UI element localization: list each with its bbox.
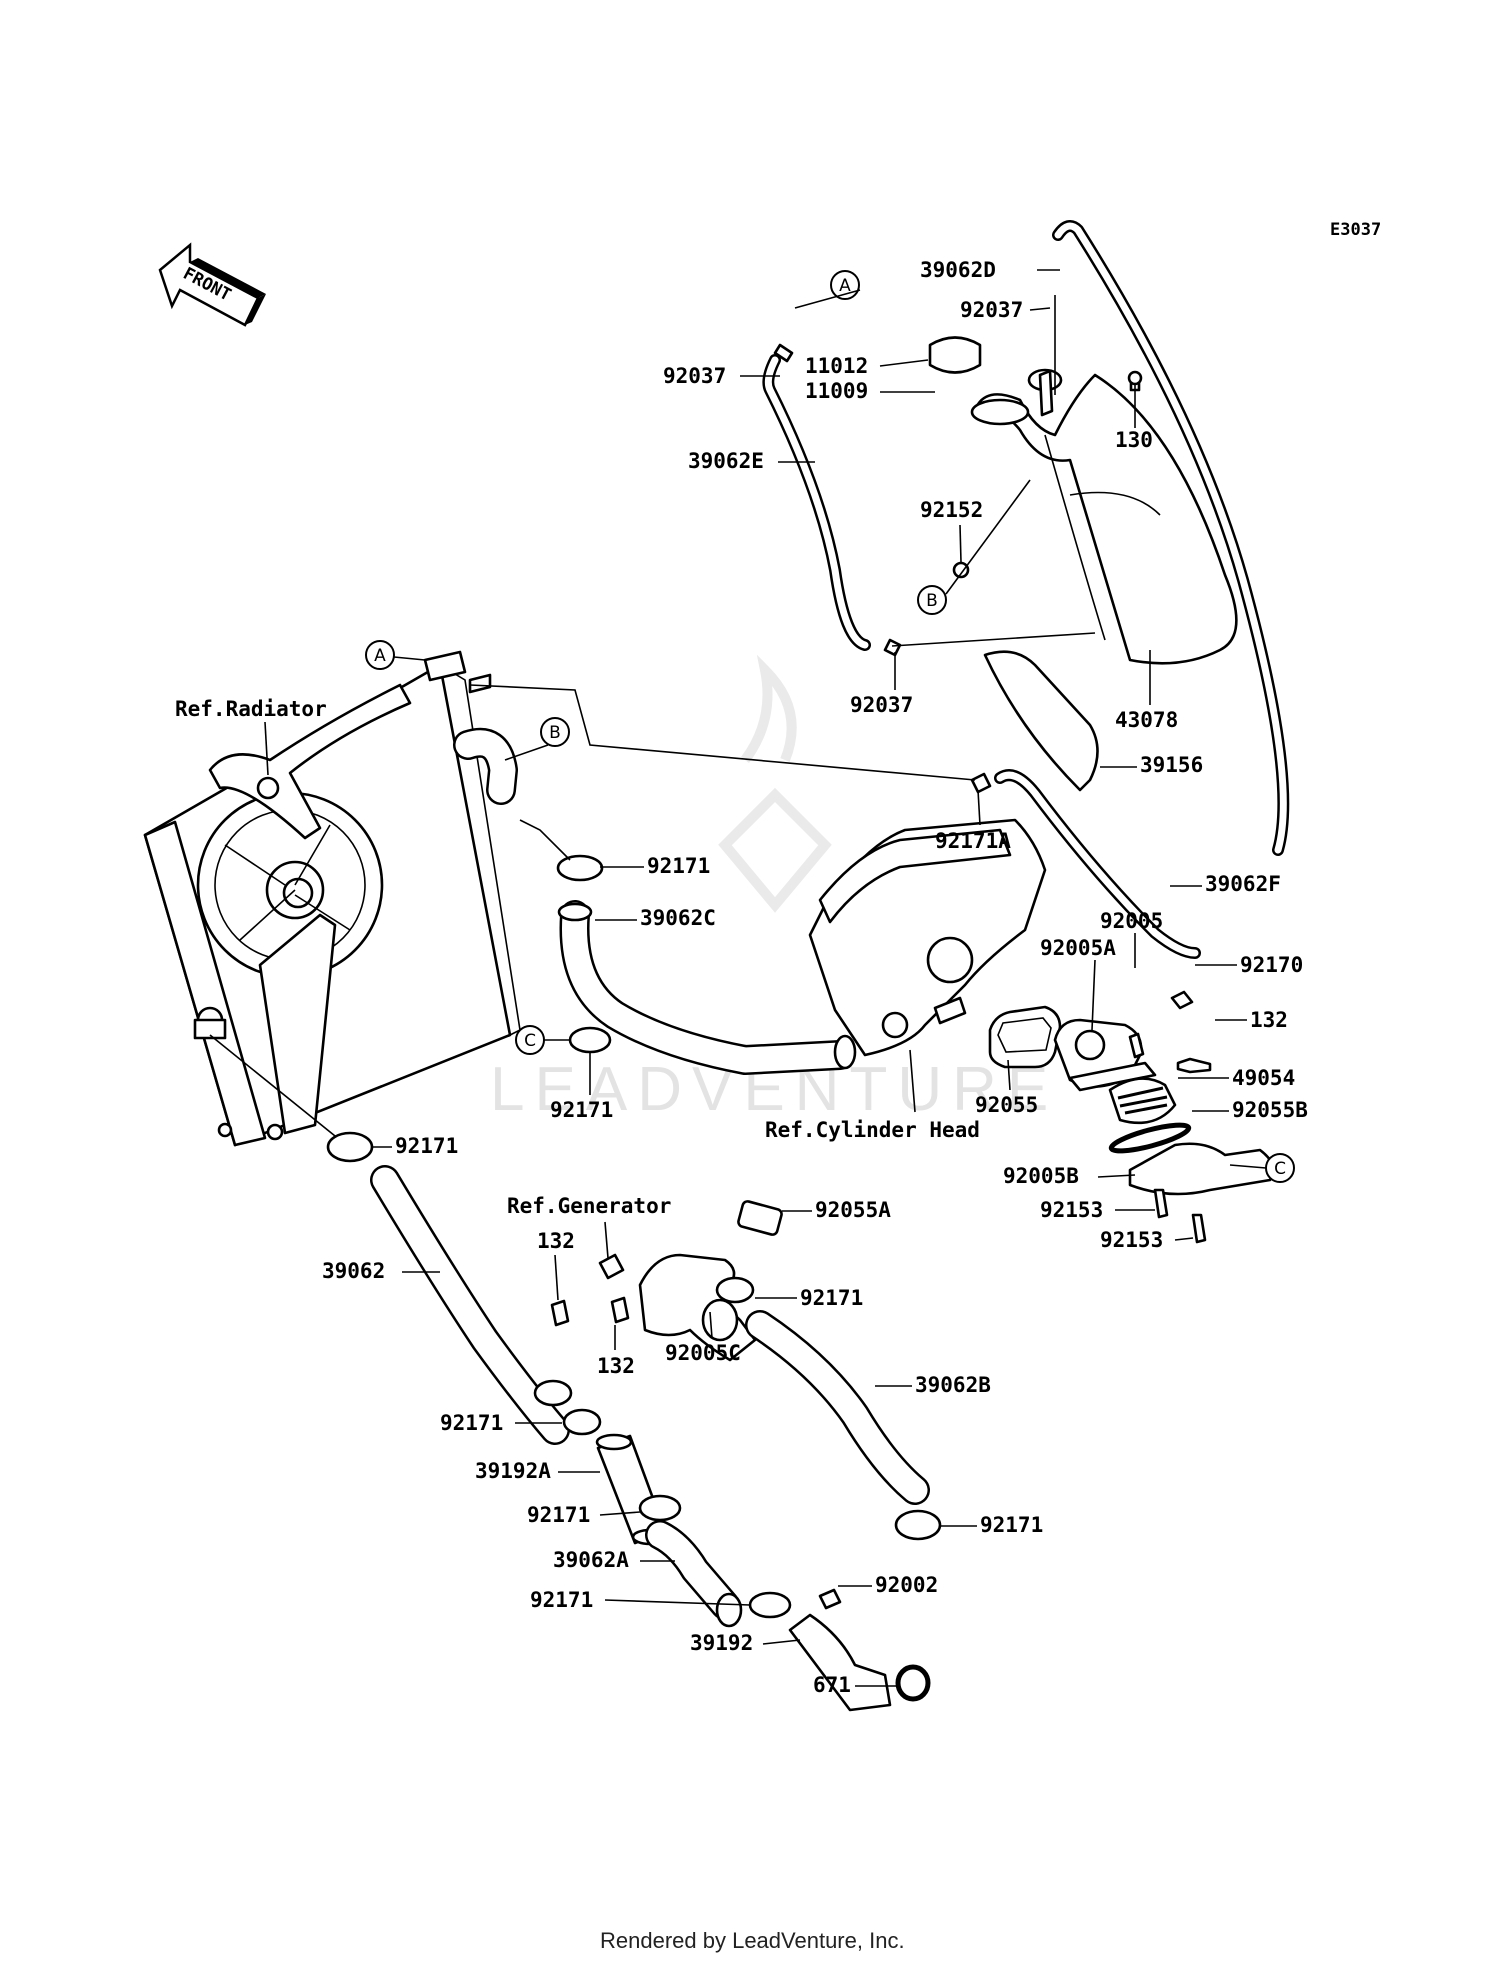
- marker-b-left: B: [540, 717, 570, 747]
- label-11012: 11012: [805, 354, 868, 378]
- clamp-92171-upper: [556, 854, 604, 882]
- label-671: 671: [813, 1673, 851, 1697]
- marker-a-left: A: [365, 640, 395, 670]
- washer-92152-icon: [952, 561, 970, 579]
- label-43078: 43078: [1115, 708, 1178, 732]
- label-92005: 92005: [1100, 909, 1163, 933]
- bolt-130-icon: [1127, 370, 1143, 386]
- label-39062D: 39062D: [920, 258, 996, 282]
- label-39062E: 39062E: [688, 449, 764, 473]
- ref-cylinder-head-label: Ref.Cylinder Head: [765, 1118, 980, 1142]
- label-92171-gen: 92171: [800, 1286, 863, 1310]
- label-92055A: 92055A: [815, 1198, 891, 1222]
- label-92170: 92170: [1240, 953, 1303, 977]
- label-39062A: 39062A: [553, 1548, 629, 1572]
- label-92171-c: 92171: [550, 1098, 613, 1122]
- label-92153-a: 92153: [1040, 1198, 1103, 1222]
- label-92005B: 92005B: [1003, 1164, 1079, 1188]
- label-132-gen-bottom: 132: [597, 1354, 635, 1378]
- diagram-code: E3037: [1330, 220, 1381, 240]
- label-92171-left: 92171: [395, 1134, 458, 1158]
- label-39062C: 39062C: [640, 906, 716, 930]
- label-92171-mid: 92171: [440, 1411, 503, 1435]
- label-130: 130: [1115, 428, 1153, 452]
- clamp-92171-mid: [562, 1408, 602, 1436]
- label-132-right: 132: [1250, 1008, 1288, 1032]
- label-39062F: 39062F: [1205, 872, 1281, 896]
- reservoir-tank: [928, 336, 1238, 792]
- marker-c-left: C: [515, 1025, 545, 1055]
- label-92153-b: 92153: [1100, 1228, 1163, 1252]
- label-92055B: 92055B: [1232, 1098, 1308, 1122]
- svg-text:C: C: [1274, 1159, 1286, 1179]
- label-39192: 39192: [690, 1631, 753, 1655]
- label-92005C: 92005C: [665, 1341, 741, 1365]
- svg-text:B: B: [549, 723, 561, 743]
- marker-b-tank: B: [917, 585, 947, 615]
- clamp-92171-left: [326, 1131, 374, 1163]
- label-11009: 11009: [805, 379, 868, 403]
- footer-text: Rendered by LeadVenture, Inc.: [600, 1928, 905, 1953]
- label-92037-top: 92037: [960, 298, 1023, 322]
- leader-cyl-head: [909, 1049, 916, 1113]
- label-92171-low2: 92171: [530, 1588, 593, 1612]
- label-39062: 39062: [322, 1259, 385, 1283]
- label-39192A: 39192A: [475, 1459, 551, 1483]
- label-49054: 49054: [1232, 1066, 1295, 1090]
- label-92037-bottom: 92037: [850, 693, 913, 717]
- label-92055: 92055: [975, 1093, 1038, 1117]
- ref-generator-label: Ref.Generator: [507, 1194, 671, 1218]
- label-92005A: 92005A: [1040, 936, 1116, 960]
- label-92171A: 92171A: [935, 829, 1011, 853]
- svg-text:C: C: [524, 1031, 536, 1051]
- clamp-92171-c: [568, 1026, 612, 1054]
- front-arrow-icon: FRONT: [158, 242, 266, 327]
- oring-92055B: [1108, 1122, 1192, 1154]
- label-92037-left: 92037: [663, 364, 726, 388]
- label-92152: 92152: [920, 498, 983, 522]
- cylinder-head: [808, 818, 1047, 1057]
- label-92002: 92002: [875, 1573, 938, 1597]
- gasket-92055A: [737, 1200, 783, 1236]
- label-92171-right-low: 92171: [980, 1513, 1043, 1537]
- label-92171-low1: 92171: [527, 1503, 590, 1527]
- label-132-gen-top: 132: [537, 1229, 575, 1253]
- oring-671: [895, 1664, 931, 1702]
- ref-radiator-label: Ref.Radiator: [175, 697, 327, 721]
- marker-c-right: C: [1265, 1153, 1295, 1183]
- leader-radiator: [264, 721, 269, 776]
- part-labels: 39062D 92037 92037 11012 11009 130 39062…: [322, 258, 1308, 1697]
- svg-text:A: A: [839, 276, 851, 296]
- label-92171-upper: 92171: [647, 854, 710, 878]
- radiator: [143, 650, 521, 1147]
- svg-text:B: B: [926, 591, 938, 611]
- label-39062B: 39062B: [915, 1373, 991, 1397]
- svg-text:A: A: [374, 646, 386, 666]
- label-39156: 39156: [1140, 753, 1203, 777]
- cover-92005B: [1128, 1142, 1275, 1196]
